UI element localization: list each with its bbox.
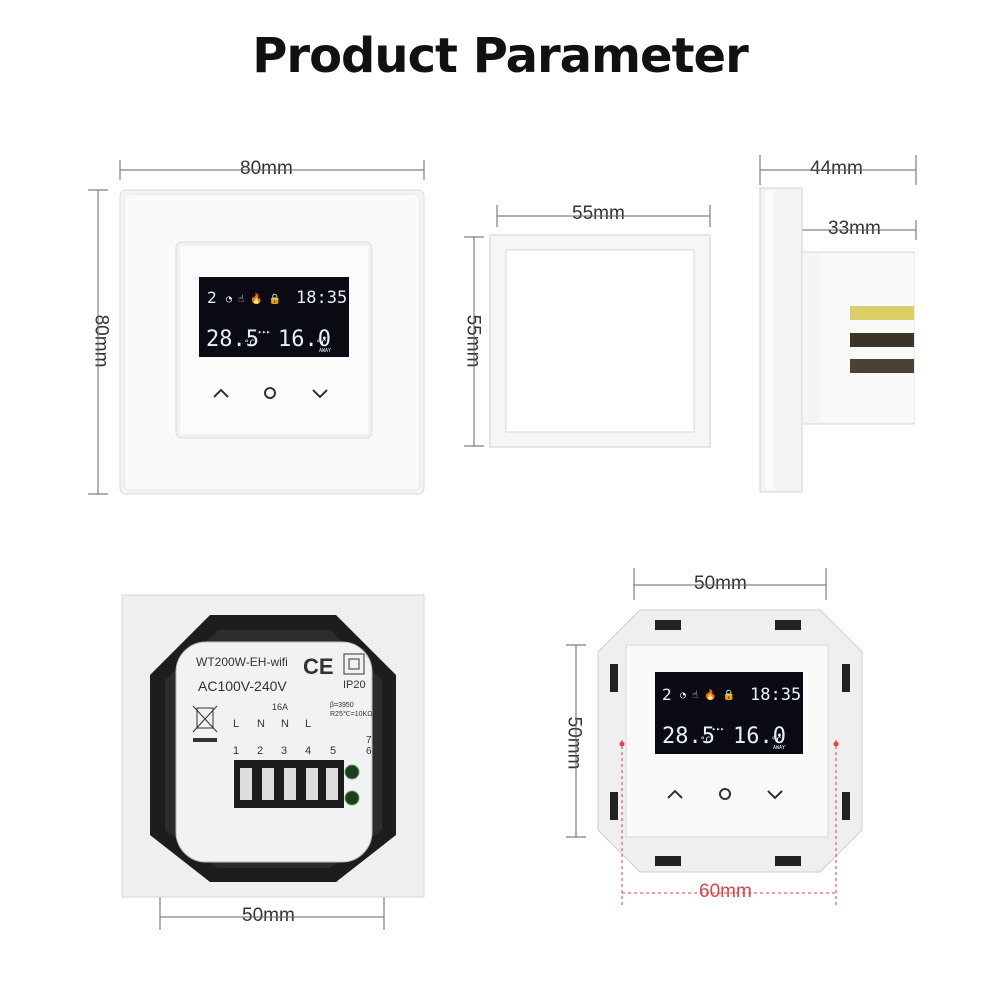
side-view xyxy=(759,155,917,493)
svg-text:2: 2 xyxy=(257,745,263,757)
down-icon xyxy=(312,389,328,399)
svg-text:5: 5 xyxy=(330,745,336,757)
current-label: 16A xyxy=(272,702,288,712)
svg-text:°C: °C xyxy=(700,736,711,746)
warning-bin-icon xyxy=(192,705,218,742)
lcd-room-temp: 28.5 xyxy=(206,327,259,352)
svg-text:6: 6 xyxy=(366,746,372,757)
ip-label: IP20 xyxy=(343,679,366,691)
up-icon xyxy=(213,388,229,398)
svg-text:N: N xyxy=(257,718,265,730)
lcd-unit-2: °C xyxy=(316,339,327,349)
lcd-set-temp: 16.0 xyxy=(278,327,331,352)
lcd-program: 2 xyxy=(207,288,217,307)
svg-text:3: 3 xyxy=(281,745,287,757)
class-ii-icon xyxy=(343,653,365,675)
lcd-mode: AWAY xyxy=(319,348,331,354)
page-title: Product Parameter xyxy=(252,28,749,84)
front-width-label: 80mm xyxy=(236,158,297,180)
model-label: WT200W-EH-wifi xyxy=(196,655,288,669)
svg-text:16.0: 16.0 xyxy=(733,724,786,749)
svg-text:7: 7 xyxy=(366,735,372,746)
module-span-label: 60mm xyxy=(695,881,756,903)
svg-text:18:35: 18:35 xyxy=(750,685,801,705)
svg-text:N: N xyxy=(281,718,289,730)
side-body-label: 33mm xyxy=(824,218,885,240)
lcd-time: 18:35 xyxy=(296,288,347,308)
sensor-beta: β=3950 xyxy=(330,702,354,709)
voltage-label: AC100V-240V xyxy=(198,678,287,694)
svg-text:▸▸▸: ▸▸▸ xyxy=(712,725,725,733)
svg-text:AWAY: AWAY xyxy=(773,745,785,751)
side-total-label: 44mm xyxy=(806,158,867,180)
back-view: WT200W-EH-wifi CE IP20 AC100V-240V 16A β… xyxy=(121,594,425,930)
svg-text:2: 2 xyxy=(662,685,672,704)
lcd-unit-1: °C xyxy=(244,339,255,349)
module-view: 2 ◔ ☝ 🔥 🔒 18:35 28.5 °C ▸▸▸ 16.0 °C AWAY xyxy=(566,568,863,908)
back-width-label: 50mm xyxy=(238,905,299,927)
svg-text:◔ ☝ 🔥 🔒: ◔ ☝ 🔥 🔒 xyxy=(680,688,735,701)
svg-text:4: 4 xyxy=(305,745,311,757)
ce-mark: CE xyxy=(303,654,334,679)
power-icon xyxy=(264,387,276,399)
lcd-screen xyxy=(199,277,349,357)
svg-text:▸▸▸: ▸▸▸ xyxy=(258,328,271,336)
frame-view xyxy=(464,205,711,448)
module-width-label: 50mm xyxy=(690,573,751,595)
svg-text:28.5: 28.5 xyxy=(662,724,715,749)
svg-text:◔ ☝ 🔥 🔒: ◔ ☝ 🔥 🔒 xyxy=(226,292,281,305)
sensor-r: R25℃=10KΩ xyxy=(330,711,372,718)
svg-text:°C: °C xyxy=(771,736,782,746)
frame-width-label: 55mm xyxy=(568,203,629,225)
svg-text:L: L xyxy=(305,718,311,730)
svg-text:L: L xyxy=(233,718,239,730)
module-lcd xyxy=(655,672,803,754)
front-view: 2 ◔ ☝ 🔥 🔒 18:35 28.5 °C ▸▸▸ 16.0 °C AWAY xyxy=(88,160,425,495)
svg-text:1: 1 xyxy=(233,745,239,757)
